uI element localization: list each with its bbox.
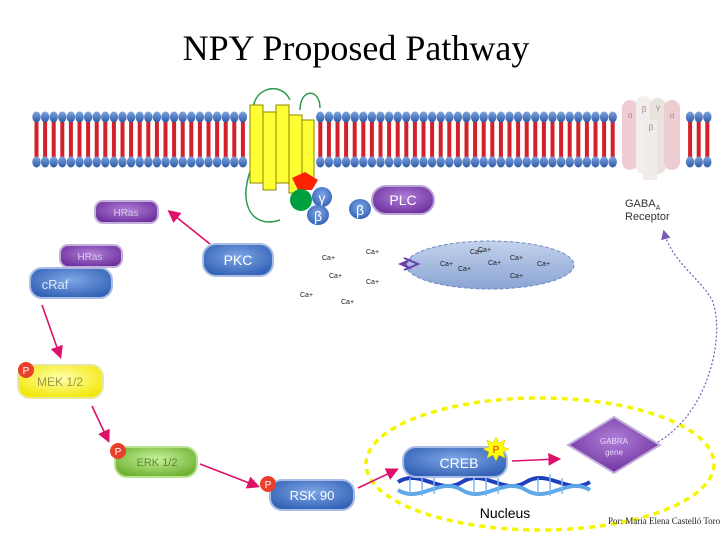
calcium-ion-label: Ca+ [341, 299, 354, 306]
hras-bottom-label: HRas [77, 252, 102, 263]
receptor-subunit-label: β [642, 105, 647, 114]
erk-node [114, 446, 198, 478]
author-credit: Por: María Elena Castelló Toro [608, 516, 721, 526]
arrow-erk-to-rsk [199, 463, 260, 489]
gabra-gene-node [566, 415, 662, 475]
calcium-ion-label: Ca+ [440, 261, 453, 268]
rsk-node [269, 479, 355, 511]
hras-bottom-node [59, 244, 123, 268]
calcium-ion-label: Ca+ [458, 266, 471, 273]
calcium-ion-label: Ca+ [510, 273, 523, 280]
craf-label: cRaf [42, 277, 69, 292]
gamma-node [312, 187, 332, 207]
nucleus-label: Nucleus [480, 505, 531, 521]
cell-membrane [32, 111, 712, 168]
erk-label: ERK 1/2 [137, 457, 178, 469]
pkc-label: PKC [224, 252, 253, 268]
calcium-ion-label: Ca+ [488, 260, 501, 267]
arrow-gabra-to-receptor [657, 229, 718, 443]
erk-phospho-label: P [115, 447, 122, 458]
gaba-receptor-label: GABAA [625, 198, 661, 212]
hras-top-node [94, 200, 159, 224]
arrow-craf-to-mek [41, 304, 63, 360]
pkc-node [202, 243, 274, 277]
calcium-ion-label: Ca+ [329, 273, 342, 280]
calcium-ion-label: Ca+ [300, 292, 313, 299]
beta-g-label: β [314, 208, 322, 224]
calcium-ion-label: Ca+ [366, 249, 379, 256]
mek-node [17, 364, 104, 399]
arrow-pkc-to-hras [167, 210, 211, 245]
page-title: NPY Proposed Pathway [183, 28, 530, 68]
mek-phospho-badge [18, 362, 34, 378]
creb-node [402, 446, 508, 478]
arrow-creb-to-gabra [511, 453, 562, 466]
mek-phospho-label: P [23, 366, 30, 377]
erk-phospho-badge [110, 443, 126, 459]
hras-top-label: HRas [113, 208, 138, 219]
calcium-ion-label: Ca+ [478, 247, 491, 254]
creb-phospho-badge [482, 436, 510, 462]
plc-complex: β PLC [349, 185, 435, 219]
beta-g-node [307, 205, 329, 225]
npy-receptor [245, 88, 321, 223]
calcium-ion-label: Ca+ [470, 249, 483, 256]
gamma-label: γ [319, 190, 326, 206]
dna-helix [396, 474, 592, 497]
plc-node [371, 185, 435, 215]
beta-plc-node [349, 199, 371, 219]
rsk-phospho-badge [260, 476, 276, 492]
calcium-ions: Ca+Ca+Ca+Ca+Ca+Ca+Ca+Ca+Ca+Ca+Ca+Ca+Ca+C… [300, 247, 550, 306]
creb-label: CREB [440, 455, 479, 471]
creb-phospho-label: P [493, 445, 500, 456]
calcium-ion-label: Ca+ [322, 255, 335, 262]
receptor-subunit-label: α [628, 111, 633, 120]
receptor-subunit-label: β [649, 123, 654, 132]
plc-label: PLC [389, 192, 416, 208]
calcium-ion-label: Ca+ [366, 279, 379, 286]
receptor-subunit-label: γ [656, 103, 660, 112]
rsk-phospho-label: P [265, 480, 272, 491]
g-alpha-subunit [290, 189, 312, 211]
rsk-label: RSK 90 [290, 488, 335, 503]
gaba-receptor-label-line2: Receptor [625, 211, 670, 223]
gabra-label-line1: GABRA [600, 437, 629, 446]
g-protein: γ β [307, 187, 332, 225]
mek-label: MEK 1/2 [37, 375, 83, 389]
gabra-label-line2: gene [605, 448, 623, 457]
nucleus-boundary [364, 396, 716, 532]
calcium-ion-label: Ca+ [510, 255, 523, 262]
receptor-subunit-label: α [670, 111, 675, 120]
calcium-ion-label: Ca+ [537, 261, 550, 268]
arrow-mek-to-erk [91, 405, 110, 443]
beta-plc-label: β [356, 202, 364, 218]
pathway-arrows [41, 210, 718, 489]
arrow-rsk-to-creb [357, 468, 399, 489]
